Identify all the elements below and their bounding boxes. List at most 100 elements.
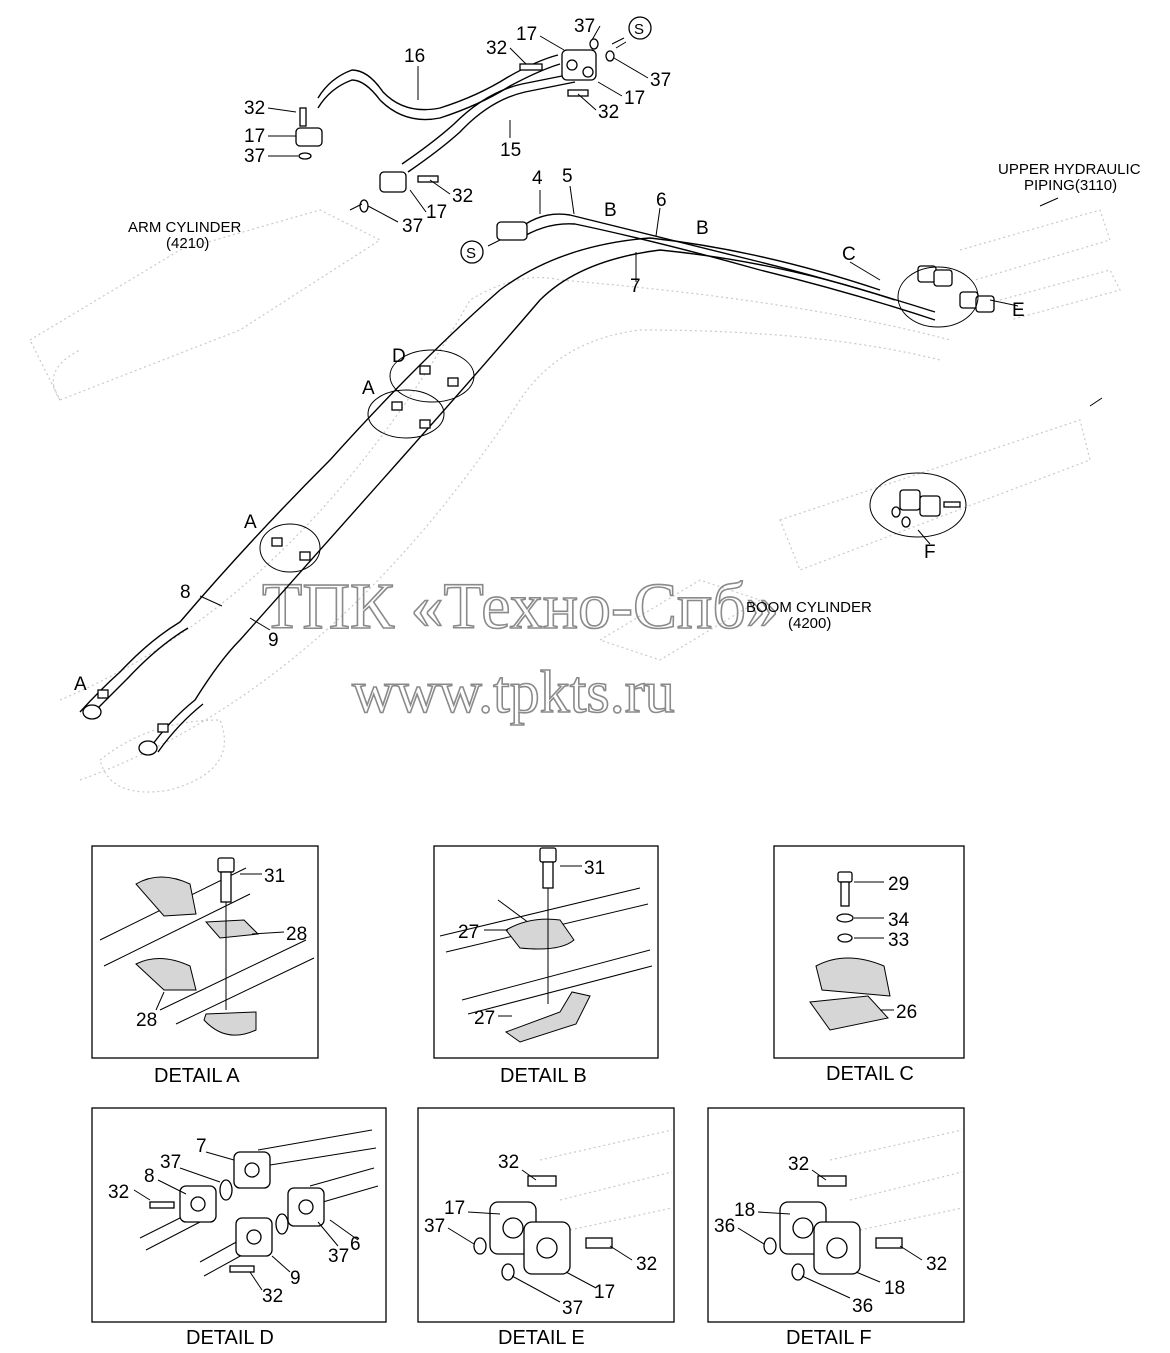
callout-e [897,266,979,328]
svg-text:18: 18 [734,1200,755,1221]
svg-text:18: 18 [884,1278,905,1299]
svg-text:7: 7 [196,1136,207,1157]
svg-text:27: 27 [458,922,479,943]
svg-text:9: 9 [290,1268,301,1289]
marker-b: B [604,200,617,221]
svg-text:37: 37 [160,1152,181,1173]
detail-c-caption: DETAIL C [826,1063,914,1085]
svg-text:32: 32 [926,1254,947,1275]
part-8: 8 [180,582,191,603]
part-5: 5 [562,166,573,187]
part-9: 9 [268,630,279,651]
svg-text:32: 32 [498,1152,519,1173]
callout-f [869,472,967,538]
svg-text:32: 32 [262,1286,283,1307]
s-marker-mid: S [460,239,501,264]
svg-text:26: 26 [896,1002,917,1023]
svg-text:17: 17 [624,88,645,109]
svg-text:37: 37 [402,216,423,237]
watermark-line2: www.tpkts.ru [352,659,675,725]
svg-text:8: 8 [144,1166,155,1187]
svg-text:32: 32 [598,102,619,123]
part-15: 15 [500,140,521,161]
marker-a: A [362,378,375,399]
boom-cylinder-label: BOOM CYLINDER [746,599,872,616]
svg-text:17: 17 [244,126,265,147]
svg-text:37: 37 [424,1216,445,1237]
pipe-4 [514,213,936,313]
svg-text:37: 37 [574,16,595,37]
svg-text:(4200): (4200) [788,615,831,632]
watermark-line1: ТПК «Техно-Спб» [262,570,779,643]
svg-text:A: A [244,512,257,533]
arm-cylinder-label: ARM CYLINDER [128,219,242,236]
marker-c: C [842,244,856,265]
svg-text:27: 27 [474,1008,495,1029]
pipe-15 [407,81,576,173]
detail-a-caption: DETAIL A [154,1065,240,1087]
svg-text:S: S [466,245,476,262]
svg-text:37: 37 [244,146,265,167]
detail-a: 31 28 28 DETAIL A [91,845,319,1087]
part-6: 6 [656,190,667,211]
callout-a-middle [259,523,321,573]
bolt-32-top [519,63,543,71]
part-7: 7 [630,276,641,297]
svg-text:34: 34 [888,910,910,931]
svg-text:36: 36 [852,1296,873,1317]
flange-arm-right [379,171,407,193]
marker-f: F [924,542,936,563]
svg-text:PIPING(3110): PIPING(3110) [1024,177,1117,194]
svg-text:31: 31 [264,866,285,887]
svg-text:17: 17 [594,1282,615,1303]
svg-text:S: S [634,21,644,38]
svg-text:32: 32 [452,186,473,207]
svg-text:37: 37 [328,1246,349,1267]
part-16: 16 [404,46,425,67]
svg-text:36: 36 [714,1216,735,1237]
svg-text:17: 17 [516,24,537,45]
marker-d: D [392,346,406,367]
pipe-16 [317,63,561,121]
svg-text:32: 32 [244,98,265,119]
svg-text:28: 28 [136,1010,157,1031]
o-ring-37 [298,152,312,160]
detail-f: 32 18 36 32 18 36 DETAIL F [707,1107,965,1349]
pipe-7 [79,237,881,713]
ghost-background [29,209,1121,793]
svg-text:32: 32 [636,1254,657,1275]
callout-a-upper [367,389,445,439]
detail-f-caption: DETAIL F [786,1327,872,1349]
svg-text:32: 32 [486,38,507,59]
callout-d [389,349,475,403]
bolt-32 [299,107,307,127]
svg-text:28: 28 [286,924,307,945]
svg-text:37: 37 [650,70,671,91]
svg-text:32: 32 [788,1154,809,1175]
marker-e: E [1012,300,1025,321]
svg-text:29: 29 [888,874,909,895]
detail-b: 31 27 27 DETAIL B [433,845,659,1087]
detail-b-caption: DETAIL B [500,1065,587,1087]
main-assembly: S S 16 15 32 17 37 32 17 37 37 17 32 32 … [74,16,1141,756]
svg-text:32: 32 [108,1182,129,1203]
svg-text:31: 31 [584,858,605,879]
detail-c: 29 34 33 26 DETAIL C [773,845,965,1085]
flange-s-end [496,221,528,241]
svg-text:6: 6 [350,1234,361,1255]
detail-d: 7 37 8 32 37 6 9 32 DETAIL D [91,1107,387,1349]
svg-text:33: 33 [888,930,909,951]
pipe-6 [149,249,896,749]
part-4: 4 [532,168,543,189]
detail-e: 32 17 37 32 17 37 DETAIL E [417,1107,675,1349]
svg-text:(4210): (4210) [166,235,209,252]
detail-e-caption: DETAIL E [498,1327,585,1349]
flange-arm-left [295,127,323,147]
svg-text:17: 17 [426,202,447,223]
svg-text:37: 37 [562,1298,583,1319]
s-marker-top: S [611,16,652,49]
detail-d-caption: DETAIL D [186,1327,274,1349]
svg-text:A: A [74,674,87,695]
svg-text:B: B [696,218,709,239]
